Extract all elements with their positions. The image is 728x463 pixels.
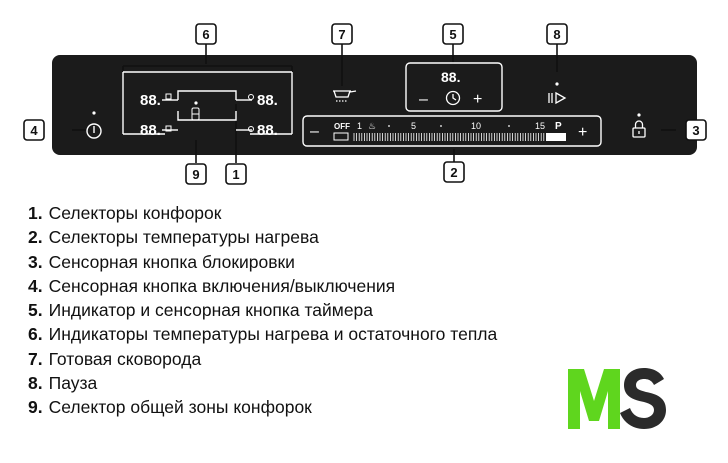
timer-display: 88. [441,69,460,85]
control-panel [52,55,697,155]
legend-item-8: 8.Пауза [28,373,98,394]
svg-text:1: 1 [232,167,239,182]
ms-logo [568,368,666,429]
callout-1: 1 [225,163,247,185]
callout-lines [72,44,676,163]
slider-scale-15: 15 [535,121,545,131]
slider-plus-button[interactable]: + [578,124,587,141]
callout-9: 9 [185,163,207,185]
slider-ticks[interactable] [353,133,545,141]
legend-item-4: 4.Сенсорная кнопка включения/выключения [28,275,396,296]
slider-scale-10: 10 [471,121,481,131]
power-dot [92,111,96,115]
callout-2: 2 [443,161,465,183]
slider-scale-5: 5 [411,121,416,131]
legend-item-6: 6.Индикаторы температуры нагрева и остат… [28,324,498,345]
frying-pan-icon[interactable] [333,90,357,102]
svg-text:5: 5 [449,27,456,42]
slider-minus-button[interactable]: – [310,123,319,140]
legend-item-9: 9.Селектор общей зоны конфорок [28,397,312,418]
legend-item-5: 5.Индикатор и сенсорная кнопка таймера [28,300,374,321]
slider-scale-1: 1 [357,121,362,131]
keep-warm-icon: ♨ [368,121,376,131]
svg-text:6: 6 [202,27,209,42]
clock-icon[interactable] [445,90,461,106]
lock-dot [637,113,641,117]
slider-power-block [546,133,566,141]
pause-dot [555,82,559,86]
slider-off-label: OFF [334,122,350,131]
zone-display-bottom-right: 88. [257,122,278,139]
svg-text:4: 4 [30,123,38,138]
cooktop-diagram: 88. 88. 88. 88. 88. – + [23,23,707,185]
zone-marker-bottom-right [248,126,254,132]
zone-marker-top-right [248,94,254,100]
legend-item-2: 2.Селекторы температуры нагрева [28,227,319,248]
timer-plus-button[interactable]: + [473,91,482,108]
slider-off-indicator [333,132,349,141]
zone-display-top-right: 88. [257,92,278,109]
legend-item-3: 3.Сенсорная кнопка блокировки [28,251,295,272]
zone-display-top-left: 88. [140,92,161,109]
svg-text:3: 3 [692,123,699,138]
bridge-dot [194,101,198,105]
power-icon[interactable] [86,123,102,139]
zone-marker-top-left [165,93,172,100]
legend-item-7: 7.Готовая сковорода [28,348,202,369]
svg-text:8: 8 [553,27,560,42]
pause-play-icon[interactable] [548,91,567,105]
callout-3: 3 [685,119,707,141]
svg-text:9: 9 [192,167,199,182]
panel-outlines [122,62,602,147]
callout-6: 6 [195,23,217,45]
callout-7: 7 [331,23,353,45]
slider-scale-power: P [555,121,562,132]
legend-item-1: 1.Селекторы конфорок [28,203,222,223]
callout-5: 5 [442,23,464,45]
legend-list: 1.Селекторы конфорок 2.Селекторы темпера… [28,201,497,420]
callout-8: 8 [546,23,568,45]
slider-dots [388,125,510,127]
svg-text:7: 7 [338,27,345,42]
lock-icon[interactable] [632,120,646,138]
zone-marker-bottom-left [165,125,172,132]
timer-minus-button[interactable]: – [419,91,428,108]
zone-display-bottom-left: 88. [140,122,161,139]
callout-4: 4 [23,119,45,141]
svg-text:2: 2 [450,165,457,180]
